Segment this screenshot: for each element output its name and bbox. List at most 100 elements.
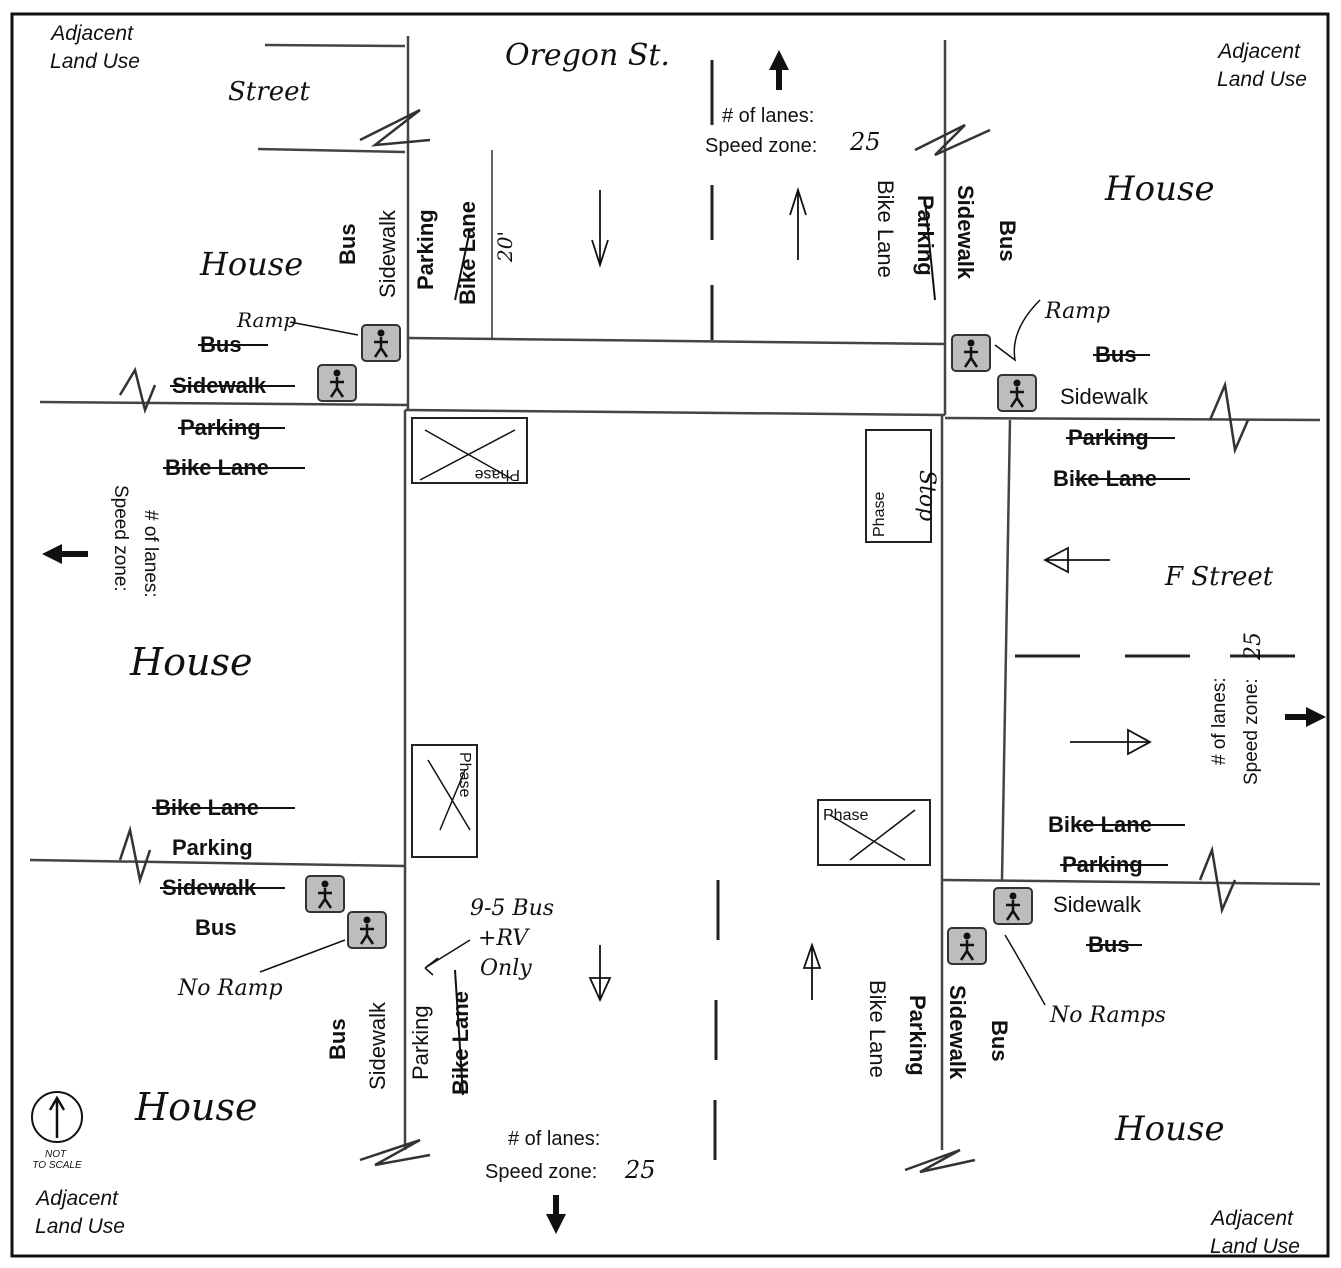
label-bus-sw: Bus: [325, 1018, 350, 1060]
street-name-west: Street: [228, 77, 310, 107]
label-sidewalk-e2: Sidewalk: [1053, 892, 1142, 917]
label-bike-lane-se: Bike Lane: [865, 980, 890, 1078]
label-bus-ne: Bus: [995, 220, 1020, 262]
no-ramp-leader: [259, 939, 346, 973]
corner-label-top-right: Adjacent Land Use: [1216, 40, 1307, 91]
road-edges: [29, 36, 1321, 1150]
label-bus-se: Bus: [987, 1020, 1012, 1062]
pedestrian-icon: [951, 334, 991, 372]
lanes-label-west: # of lanes:: [140, 510, 161, 598]
pedestrian-icons: [305, 324, 1037, 965]
pedestrian-icon: [947, 927, 987, 965]
bus-rv-leader: [424, 939, 471, 976]
lane-dashes: [710, 60, 1295, 1160]
not-to-scale-label: NOT TO SCALE: [32, 1149, 82, 1171]
arrow-icon: [789, 187, 807, 260]
ramp-annotation-nw: Ramp: [236, 308, 296, 332]
speed-label-north: Speed zone:: [705, 135, 817, 157]
pedestrian-icon: [361, 324, 401, 362]
label-sidewalk-sw: Sidewalk: [365, 1001, 390, 1090]
label-parking-se: Parking: [905, 995, 930, 1076]
lane-labels-w-north: Bus Sidewalk Parking Bike Lane: [165, 332, 269, 480]
svg-text:Phase: Phase: [456, 752, 473, 797]
pedestrian-icon: [317, 364, 357, 402]
phase-box-nw: Phase: [411, 417, 528, 484]
svg-text:Phase: Phase: [871, 492, 888, 537]
speed-value-east: 25: [1241, 632, 1266, 661]
phase-box-se: Phase: [817, 799, 931, 866]
speed-label-south: Speed zone:: [485, 1161, 597, 1183]
pedestrian-icon: [305, 875, 345, 913]
arrow-icon: [588, 945, 612, 1003]
direction-arrows: [588, 187, 1152, 1003]
strike-bike-lane-sw: [454, 969, 464, 1096]
stop-annotation: Stop: [914, 470, 939, 521]
lane-labels-e-south: Bike Lane Parking Sidewalk Bus: [1048, 812, 1152, 957]
strikes-w-south: [152, 807, 295, 889]
label-sidewalk-se: Sidewalk: [945, 985, 970, 1080]
label-sidewalk-nw: Sidewalk: [375, 209, 400, 298]
phase-box-ne: Phase Stop: [865, 429, 939, 543]
arrow-icon: [769, 50, 789, 90]
corner-label-bottom-right: Adjacent Land Use: [1209, 1207, 1300, 1258]
ramp-annotation-ne: Ramp: [1044, 299, 1110, 324]
label-bus-nw: Bus: [335, 223, 360, 265]
label-bike-lane-ne: Bike Lane: [873, 180, 898, 278]
frame-border: [10, 12, 1330, 1258]
svg-text:Phase: Phase: [475, 466, 520, 483]
lane-labels-nw: Bus Sidewalk Parking Bike Lane: [335, 201, 480, 305]
label-sidewalk-ne: Sidewalk: [953, 185, 978, 280]
pedestrian-icon: [997, 374, 1037, 412]
label-bus-w2: Bus: [195, 915, 237, 940]
north-arrow-icon: NOT TO SCALE: [31, 1091, 83, 1171]
lane-labels-ne: Bike Lane Parking Sidewalk Bus: [873, 180, 1020, 280]
svg-text:Phase: Phase: [823, 807, 868, 824]
ramp-leader-nw: [289, 321, 359, 336]
road-info-west: # of lanes: Speed zone:: [110, 485, 161, 598]
no-ramps-leader: [1004, 934, 1046, 1006]
speed-label-east: Speed zone:: [1241, 678, 1262, 785]
house-sw: House: [134, 1085, 257, 1129]
lane-labels-sw: Bus Sidewalk Parking Bike Lane: [325, 991, 473, 1095]
strike-parking-ne: [924, 199, 936, 301]
arrow-icon: [591, 190, 609, 268]
lanes-label-east: # of lanes:: [1209, 677, 1230, 765]
pedestrian-icon: [347, 911, 387, 949]
arrow-icon: [802, 942, 822, 1000]
arrow-icon: [1070, 728, 1152, 756]
width-annotation: 20': [493, 231, 517, 263]
lane-labels-e-north: Bus Sidewalk Parking Bike Lane: [1053, 342, 1157, 491]
lane-labels-w-south: Bike Lane Parking Sidewalk Bus: [155, 795, 259, 940]
lane-labels-se: Bike Lane Parking Sidewalk Bus: [865, 980, 1012, 1080]
strikes-e-south: [1060, 824, 1185, 946]
speed-label-west: Speed zone:: [110, 485, 131, 592]
break-symbols: [118, 108, 1250, 1174]
arrow-icon: [1285, 707, 1326, 727]
lanes-label-south: # of lanes:: [508, 1128, 600, 1150]
arrow-icon: [42, 544, 88, 564]
phase-box-sw: Phase: [411, 744, 478, 858]
bus-rv-annotation: 9-5 Bus +RV Only: [470, 896, 561, 981]
street-name-north: Oregon St.: [505, 38, 670, 73]
house-nw: House: [199, 245, 303, 283]
strikes-e-north: [1066, 354, 1190, 480]
speed-value-north: 25: [849, 128, 881, 156]
strikes-w-north: [163, 344, 305, 469]
street-name-east: F Street: [1164, 562, 1274, 592]
strike-bike-lane-nw: [454, 229, 471, 301]
label-parking-nw: Parking: [413, 209, 438, 290]
label-sidewalk-e1: Sidewalk: [1060, 384, 1149, 409]
no-ramp-annotation: No Ramp: [177, 976, 283, 1001]
no-ramps-annotation: No Ramps: [1049, 1003, 1166, 1028]
solid-arrows: [42, 50, 1326, 1234]
house-ne: House: [1104, 169, 1215, 209]
pedestrian-icon: [993, 887, 1033, 925]
label-bike-lane-nw: Bike Lane: [455, 201, 480, 305]
corner-label-top-left: Adjacent Land Use: [49, 22, 140, 73]
corner-label-bottom-left: Adjacent Land Use: [34, 1187, 125, 1238]
lanes-label-north: # of lanes:: [722, 105, 814, 127]
arrow-icon: [1043, 546, 1110, 574]
label-parking-sw: Parking: [408, 1005, 433, 1080]
speed-value-south: 25: [624, 1156, 656, 1184]
